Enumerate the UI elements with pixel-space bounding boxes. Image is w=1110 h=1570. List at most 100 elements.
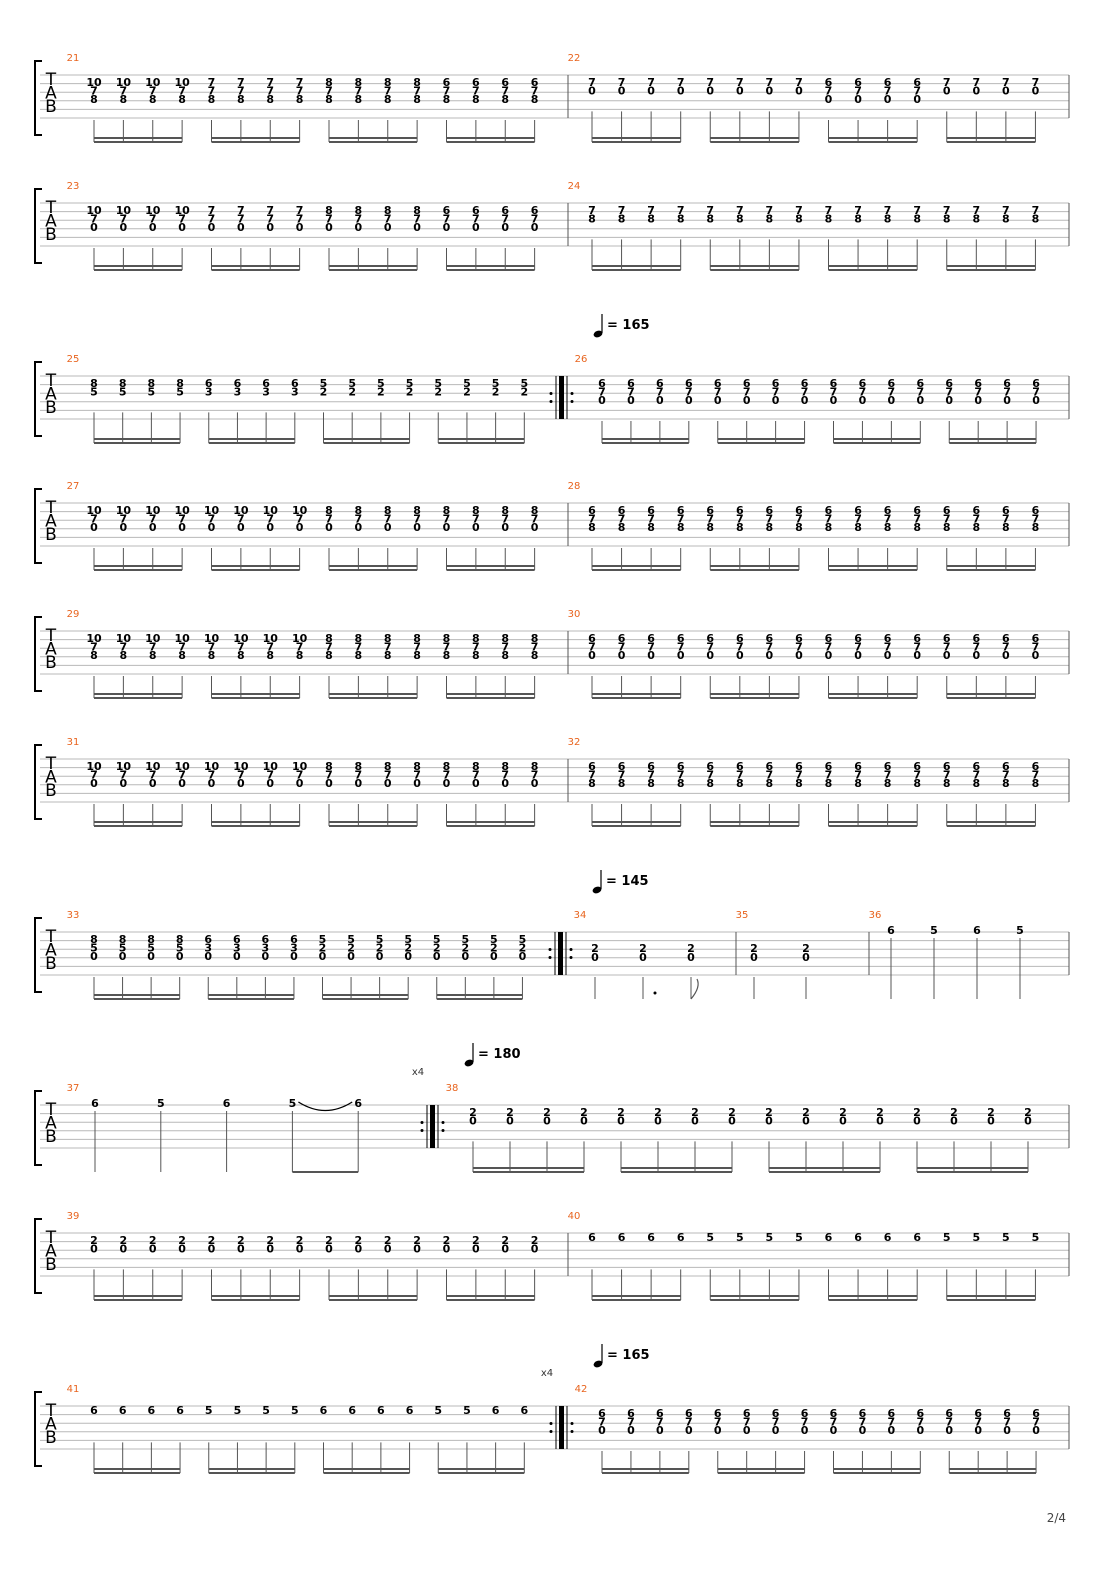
fret-number: 7 (772, 386, 780, 399)
fret-number: 7 (266, 204, 274, 217)
tab-chord: 52 (320, 377, 327, 443)
fret-number: 0 (90, 950, 98, 963)
fret-number: 0 (531, 1243, 539, 1256)
fret-number: 0 (178, 777, 186, 790)
fret-number: 6 (656, 1407, 664, 1420)
fret-number: 6 (627, 377, 635, 390)
tab-chord: 78 (884, 204, 891, 270)
fret-number: 0 (801, 394, 809, 407)
fret-number: 10 (116, 504, 132, 517)
fret-number: 0 (876, 1115, 884, 1128)
fret-number: 0 (884, 649, 892, 662)
fret-number: 7 (825, 641, 833, 654)
fret-number: 10 (174, 204, 190, 217)
fret-number: 8 (1002, 213, 1010, 226)
tab-chord: 20 (120, 1234, 128, 1300)
fret-number: 8 (413, 93, 421, 106)
fret-number: 0 (617, 1115, 625, 1128)
tab-note: 5 (157, 1097, 165, 1172)
fret-number: 0 (656, 394, 664, 407)
fret-number: 6 (974, 1407, 982, 1420)
fret-number: 6 (677, 504, 685, 517)
fret-number: 6 (766, 632, 774, 645)
fret-number: 6 (945, 377, 953, 390)
fret-number: 6 (972, 760, 980, 773)
tempo-marking: = 145 (606, 874, 649, 889)
fret-number: 0 (296, 777, 304, 790)
tab-chord: 85 (148, 377, 155, 443)
fret-number: 3 (262, 942, 270, 955)
tab-clef-letter: B (45, 653, 57, 673)
fret-number: 7 (801, 1416, 809, 1429)
fret-number: 7 (1003, 1416, 1011, 1429)
system-bracket (34, 60, 42, 136)
fret-number: 6 (443, 76, 451, 89)
fret-number: 7 (714, 386, 722, 399)
tab-system: TAB2910781078107810781078107810781078878… (34, 609, 1070, 699)
fret-number: 6 (795, 504, 803, 517)
fret-number: 8 (618, 521, 626, 534)
fret-number: 0 (647, 85, 655, 98)
tab-chord: 20 (413, 1234, 421, 1300)
tab-chord: 20 (750, 942, 758, 999)
fret-number: 8 (825, 521, 833, 534)
fret-number: 8 (501, 649, 509, 662)
fret-number: 0 (750, 951, 758, 964)
fret-number: 6 (706, 504, 714, 517)
tab-chord: 6 (913, 1231, 921, 1300)
fret-number: 5 (176, 942, 184, 955)
fret-number: 6 (205, 377, 213, 390)
tempo-marking: = 180 (478, 1047, 521, 1062)
fret-number: 7 (706, 769, 714, 782)
fret-number: 0 (1032, 649, 1040, 662)
fret-number: 0 (233, 950, 241, 963)
tab-chord: 5 (766, 1231, 773, 1300)
fret-number: 8 (149, 93, 157, 106)
tab-chord: 20 (149, 1234, 157, 1300)
fret-number: 7 (916, 386, 924, 399)
fret-number: 7 (859, 1416, 867, 1429)
fret-number: 8 (266, 93, 274, 106)
fret-number: 8 (384, 649, 392, 662)
tab-chord: 6 (348, 1404, 356, 1473)
fret-number: 8 (443, 504, 451, 517)
fret-number: 7 (647, 204, 655, 217)
fret-number: 0 (472, 221, 480, 234)
fret-number: 6 (913, 1231, 921, 1244)
tab-chord: 70 (706, 76, 714, 142)
fret-number: 2 (433, 942, 441, 955)
fret-number: 7 (208, 85, 216, 98)
fret-number: 8 (325, 504, 333, 517)
fret-number: 0 (147, 950, 155, 963)
fret-number: 7 (627, 1416, 635, 1429)
fret-number: 6 (706, 760, 714, 773)
fret-number: 2 (913, 1106, 921, 1119)
fret-number: 5 (433, 933, 441, 946)
fret-number: 7 (854, 85, 862, 98)
fret-number: 0 (90, 221, 98, 234)
tab-system: TAB3110701070107010701070107010701070870… (34, 737, 1070, 827)
tab-chord: 20 (355, 1234, 363, 1300)
fret-number: 2 (639, 942, 647, 955)
fret-number: 0 (355, 521, 363, 534)
fret-number: 7 (888, 1416, 896, 1429)
fret-number: 0 (830, 1424, 838, 1437)
fret-number: 6 (884, 504, 892, 517)
fret-number: 7 (355, 213, 363, 226)
fret-number: 6 (943, 504, 951, 517)
fret-number: 7 (627, 386, 635, 399)
fret-number: 7 (325, 513, 333, 526)
fret-number: 0 (772, 394, 780, 407)
tab-chord: 63 (205, 377, 213, 443)
fret-number: 8 (501, 504, 509, 517)
tab-clef-letter: T (45, 1228, 57, 1248)
fret-number: 0 (765, 1115, 773, 1128)
fret-number: 0 (501, 521, 509, 534)
fret-number: 0 (519, 950, 527, 963)
fret-number: 10 (263, 760, 279, 773)
quarter-note-icon (464, 1059, 474, 1067)
